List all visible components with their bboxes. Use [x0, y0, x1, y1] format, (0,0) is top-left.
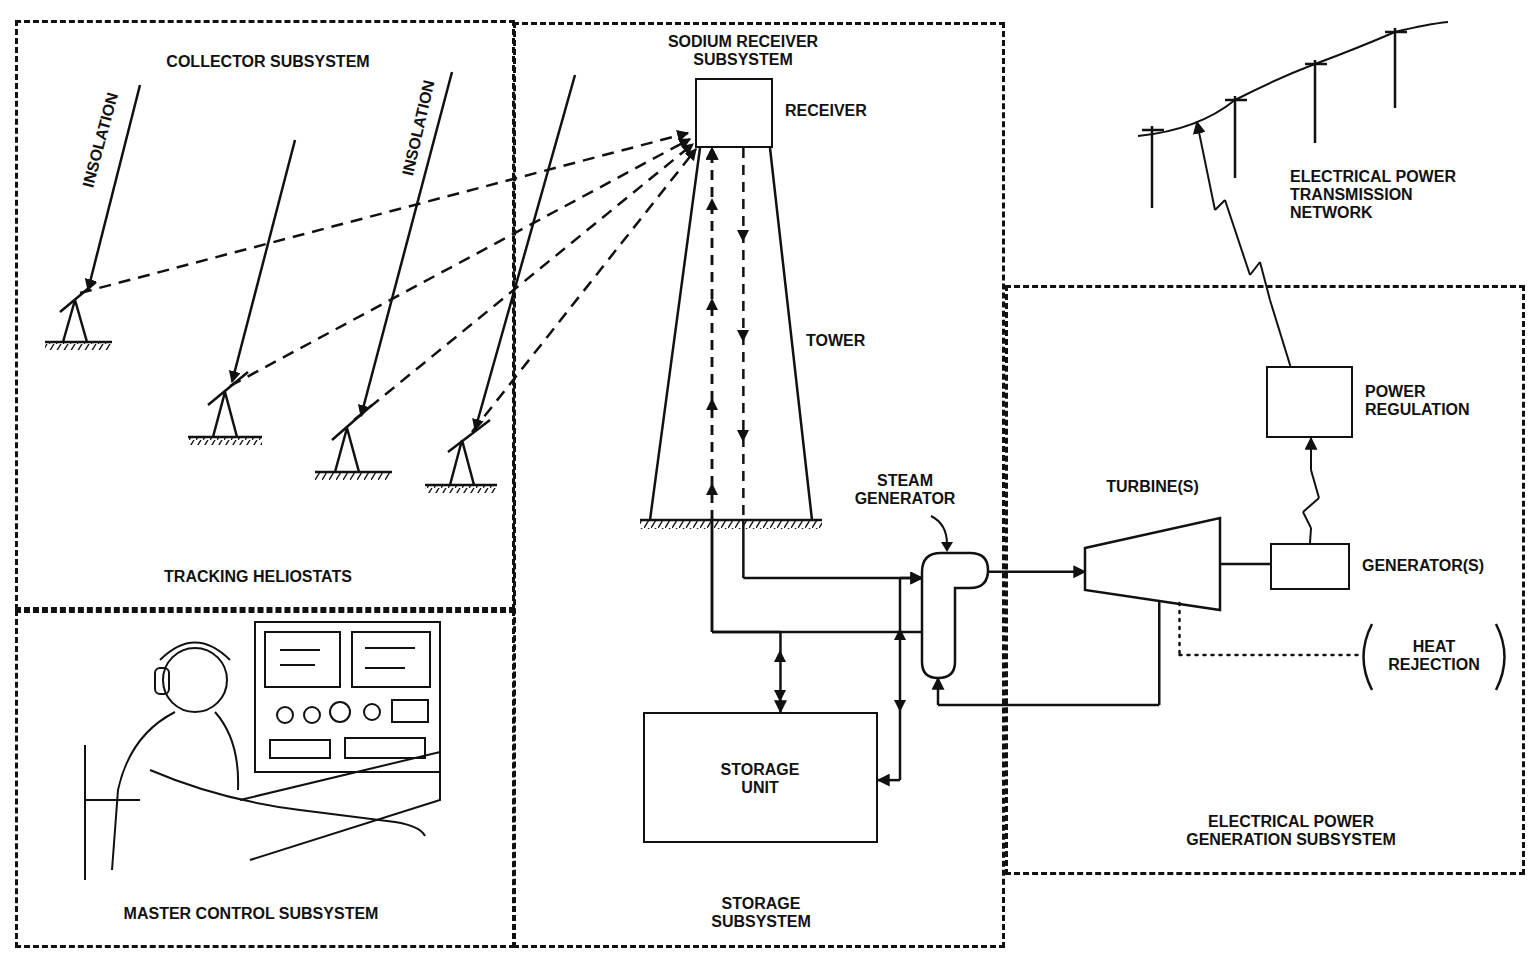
part-label: INSOLATION	[399, 78, 438, 177]
connector-segment	[899, 578, 902, 780]
flow-line	[878, 578, 922, 780]
flow-arrowheads	[706, 198, 906, 712]
connector-segment	[712, 631, 922, 634]
subsystem-region: MASTER CONTROL SUBSYSTEM	[15, 610, 515, 948]
connector-segment	[1303, 498, 1319, 512]
steam-generator-outline	[922, 553, 988, 678]
connector-segment	[878, 779, 900, 782]
power-flow-arrow	[1303, 438, 1319, 543]
flow-line	[743, 148, 922, 578]
steam-generator-node: STEAM GENERATOR	[835, 472, 992, 682]
connector-segment	[1270, 300, 1290, 366]
heat-rejection-line	[1180, 603, 1359, 655]
connector-segment	[711, 148, 714, 520]
connector-segment	[1310, 528, 1311, 543]
turbine-outline	[1085, 518, 1220, 610]
sun-rays	[88, 72, 575, 430]
connector-segment	[1311, 470, 1319, 498]
subsystem-title: STORAGE SUBSYSTEM	[701, 895, 821, 931]
subsystem-title: COLLECTOR SUBSYSTEM	[118, 53, 418, 71]
flow-line	[712, 148, 780, 712]
component-label: ELECTRICAL POWER TRANSMISSION NETWORK	[1290, 168, 1485, 222]
part-label: INSOLATION	[79, 91, 122, 190]
tower	[640, 148, 822, 520]
connector-segment	[937, 678, 940, 705]
flow-line	[712, 148, 922, 632]
connector-segment	[1260, 262, 1270, 300]
component-label: STORAGE UNIT	[715, 761, 805, 797]
connector-segment	[742, 148, 745, 520]
connector-segment	[711, 520, 714, 632]
subsystem-title: MASTER CONTROL SUBSYSTEM	[101, 905, 401, 923]
power-regulation-node: POWER REGULATION	[1266, 366, 1522, 440]
reflected-rays	[80, 133, 696, 432]
connector-segment	[1225, 200, 1250, 275]
connector-segment	[938, 704, 1159, 707]
connector-segment	[900, 577, 922, 580]
receiver-node: RECEIVER	[695, 78, 900, 150]
connector-segment	[779, 632, 782, 712]
ground-hatching	[45, 343, 822, 529]
component-label: TURBINE(S)	[1080, 478, 1225, 496]
flow-line	[938, 601, 1159, 705]
connector-segment	[712, 631, 780, 634]
transmission-network-node: ELECTRICAL POWER TRANSMISSION NETWORK	[1138, 18, 1518, 230]
connector-segment	[711, 148, 714, 520]
flow-line	[1220, 564, 1270, 565]
connector-segment	[1310, 438, 1312, 470]
connector-segment	[711, 520, 714, 632]
part-label: TOWER	[806, 332, 865, 350]
subsystem-title: TRACKING HELIOSTATS	[108, 568, 408, 586]
subsystem-region: ELECTRICAL POWER GENERATION SUBSYSTEM TUR…	[1005, 285, 1525, 875]
connector-segment	[1158, 601, 1161, 705]
connector-segment	[743, 577, 922, 580]
generator-box	[1270, 543, 1350, 590]
connector-segment	[1303, 512, 1311, 528]
receiver-box	[695, 78, 773, 148]
connector-segment	[1180, 654, 1359, 657]
component-label: HEAT REJECTION	[1374, 638, 1494, 674]
power-regulation-box	[1266, 366, 1353, 438]
generator-node: GENERATOR(S)	[1270, 543, 1520, 593]
power-flow-arrow	[1197, 122, 1290, 366]
connector-segment	[1250, 262, 1260, 275]
component-label: POWER REGULATION	[1365, 383, 1515, 419]
subsystem-title: SODIUM RECEIVER SUBSYSTEM	[628, 33, 858, 69]
component-label: GENERATOR(S)	[1362, 557, 1517, 575]
connector-segment	[1220, 563, 1270, 566]
component-label: RECEIVER	[785, 102, 895, 120]
heliostats	[45, 282, 497, 485]
connector-segment	[1215, 200, 1225, 210]
connector-segment	[742, 520, 745, 578]
subsystem-title: ELECTRICAL POWER GENERATION SUBSYSTEM	[1171, 813, 1411, 849]
connector-segment	[1178, 603, 1181, 655]
heat-rejection-node: HEAT REJECTION	[1358, 622, 1510, 692]
operator-at-console	[85, 622, 440, 880]
turbine-node: TURBINE(S)	[1080, 474, 1225, 614]
connector-segment	[1197, 122, 1215, 210]
subsystem-region: COLLECTOR SUBSYSTEM TRACKING HELIOSTATS	[15, 20, 515, 610]
storage-unit-node: STORAGE UNIT	[643, 712, 878, 843]
component-label: STEAM GENERATOR	[835, 472, 975, 508]
